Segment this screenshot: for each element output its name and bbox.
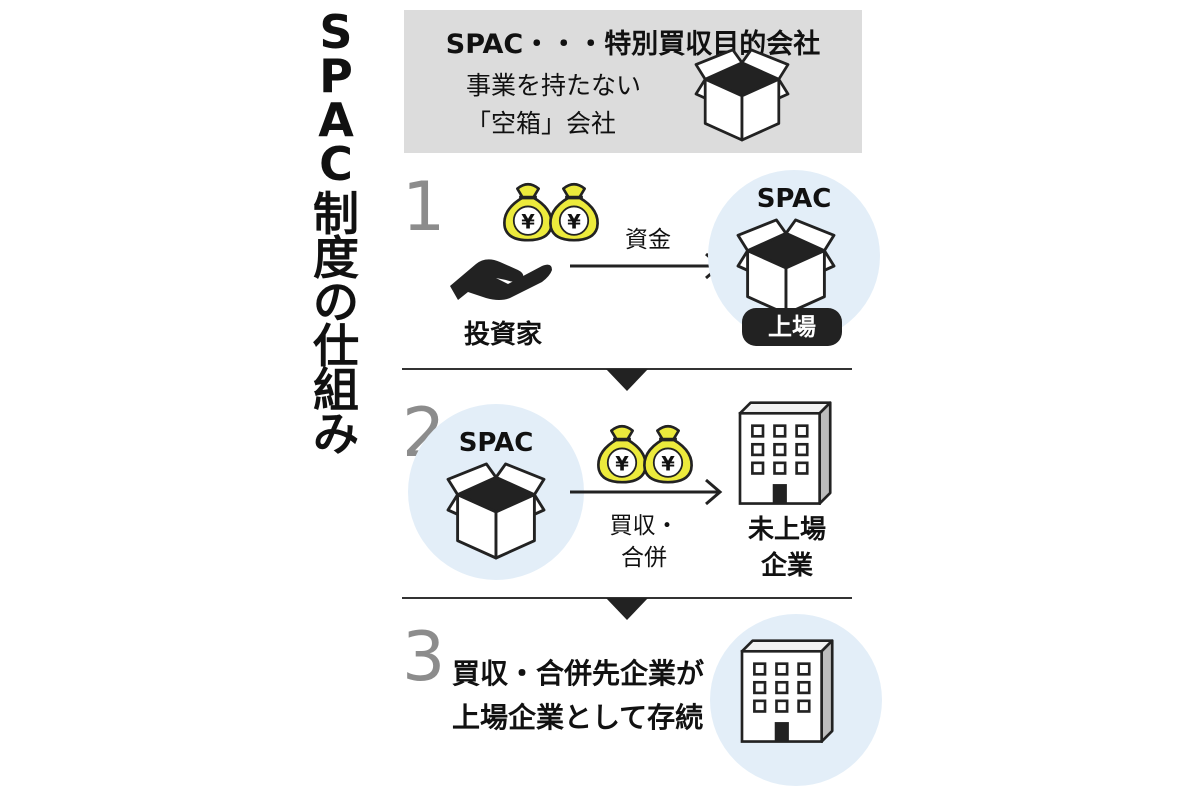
acquisition-label: 買収・ 合併 [594, 510, 694, 574]
title-char: の [313, 275, 359, 329]
step3-text-line-2: 上場企業として存続 [452, 701, 704, 734]
unlisted-company-label: 未上場 企業 [732, 512, 842, 584]
yen-symbol: ¥ [567, 211, 581, 234]
spac-label: SPAC [458, 428, 534, 458]
investor-label: 投資家 [463, 320, 542, 350]
unlisted-company-line-2: 企業 [760, 551, 813, 581]
unlisted-company-line-1: 未上場 [747, 515, 826, 545]
triangle-down-icon [606, 369, 648, 391]
acquisition-label-line-1: 買収・ [609, 513, 679, 539]
title-char: A [318, 93, 354, 147]
spac-label: SPAC [756, 184, 832, 214]
building-icon [740, 639, 834, 743]
hand-icon [450, 259, 552, 300]
step-number-1: 1 [402, 168, 446, 247]
yen-symbol: ¥ [521, 211, 535, 234]
box-icon [446, 462, 546, 560]
definition-line-1: 事業を持たない [466, 71, 642, 100]
step3-text: 買収・合併先企業が 上場企業として存続 [452, 652, 742, 740]
money-bag-icon: ¥ [596, 424, 648, 485]
arrow-right-icon [570, 478, 723, 506]
box-icon [694, 48, 790, 142]
acquisition-label-line-2: 合併 [621, 545, 667, 571]
title-char: S [319, 5, 353, 59]
arrow-right-icon [570, 252, 723, 280]
building-icon [738, 401, 832, 505]
title-char: C [319, 137, 353, 191]
yen-symbol: ¥ [615, 453, 629, 476]
definition-line-2: 「空箱」会社 [466, 109, 617, 138]
step3-text-line-1: 買収・合併先企業が [452, 657, 705, 690]
title-char: 度 [313, 231, 359, 285]
title-char: 仕 [313, 319, 359, 373]
money-bag-icon: ¥ [642, 424, 694, 485]
definition-box: SPAC・・・特別買収目的会社 事業を持たない 「空箱」会社 [404, 10, 862, 153]
money-bag-icon: ¥ [502, 182, 554, 243]
vertical-title: S P A C 制 度 の 仕 組 み [300, 5, 372, 461]
funds-label: 資金 [625, 227, 671, 253]
title-char: P [319, 49, 353, 103]
step-number-3: 3 [402, 618, 446, 697]
title-char: 制 [313, 187, 359, 241]
title-char: み [313, 407, 359, 461]
box-icon [736, 218, 836, 316]
yen-symbol: ¥ [661, 453, 675, 476]
triangle-down-icon [606, 598, 648, 620]
definition-title: SPAC・・・特別買収目的会社 [445, 29, 821, 60]
title-char: 組 [313, 363, 359, 417]
listed-badge: 上場 [742, 308, 842, 346]
money-bag-icon: ¥ [548, 182, 600, 243]
